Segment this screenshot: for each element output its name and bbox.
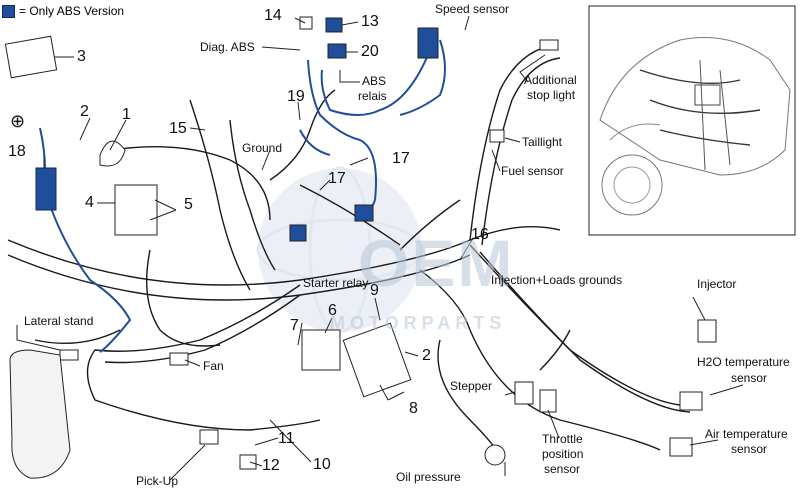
part-number-7: 7 xyxy=(290,317,299,334)
part-number-20: 20 xyxy=(361,43,379,60)
part-number-13: 13 xyxy=(361,13,379,30)
label-injection-loads: Injection+Loads grounds xyxy=(491,273,623,287)
part-number-6: 6 xyxy=(328,302,337,319)
label-additional: Additional xyxy=(524,73,577,87)
regulator xyxy=(114,184,158,236)
part-number-3: 3 xyxy=(77,48,86,65)
lateral-stand-conn xyxy=(59,349,79,361)
fuel-pump xyxy=(9,349,71,479)
label-position: position xyxy=(542,447,584,461)
part-number-14: 14 xyxy=(264,7,282,24)
part-number-16: 16 xyxy=(471,226,489,243)
label-air-sensor: sensor xyxy=(731,442,768,456)
stepper-part xyxy=(514,381,534,405)
part-number-4: 4 xyxy=(85,194,94,211)
part-number-8: 8 xyxy=(409,400,418,417)
air-sensor-part xyxy=(669,437,693,457)
part-number-19: 19 xyxy=(287,88,305,105)
part-number-12: 12 xyxy=(262,457,280,474)
label-throttle: Throttle xyxy=(542,432,583,446)
plus-sign: ⊕ xyxy=(10,111,26,131)
injector-part xyxy=(697,319,717,343)
part-3-plate xyxy=(4,35,58,79)
relay-bracket xyxy=(342,322,412,398)
label-fan: Fan xyxy=(203,359,224,373)
legend-text: = Only ABS Version xyxy=(19,4,125,18)
label-lateral-stand: Lateral stand xyxy=(24,314,94,328)
speed-sensor-connector xyxy=(417,27,439,59)
part-number-17b: 17 xyxy=(328,170,346,187)
label-h2o-sensor: sensor xyxy=(731,371,768,385)
label-position-sensor: sensor xyxy=(544,462,581,476)
label-ground: Ground xyxy=(242,141,283,155)
watermark-motorparts: MOTORPARTS xyxy=(330,313,507,333)
fan-conn xyxy=(169,352,189,366)
tps-part xyxy=(539,389,557,413)
part-number-11: 11 xyxy=(278,430,295,447)
label-h2o-temperature: H2O temperature xyxy=(697,355,790,369)
abs-relay-20 xyxy=(327,43,347,59)
leader-lines xyxy=(16,15,744,481)
part-number-9: 9 xyxy=(370,282,379,299)
label-abs: ABS xyxy=(362,74,387,88)
abs-relay-13 xyxy=(325,17,343,33)
part-number-2: 2 xyxy=(80,103,89,120)
label-diag-abs: Diag. ABS xyxy=(200,40,255,54)
label-fuel-sensor: Fuel sensor xyxy=(501,164,564,178)
part-12 xyxy=(239,454,257,470)
part-number-2b: 2 xyxy=(422,347,431,364)
label-pick-up: Pick-Up xyxy=(136,474,179,488)
part-number-5: 5 xyxy=(184,196,193,213)
label-stepper: Stepper xyxy=(450,379,493,393)
taillight-conn xyxy=(489,129,505,143)
legend-swatch xyxy=(2,4,15,18)
label-oil-pressure: Oil pressure xyxy=(396,470,461,484)
part-number-17a: 17 xyxy=(392,150,410,167)
components xyxy=(4,16,717,479)
label-stop-light: stop light xyxy=(527,88,576,102)
starter-relay-box xyxy=(301,329,341,371)
part-number-10: 10 xyxy=(313,456,331,473)
label-air-temperature: Air temperature xyxy=(705,427,788,441)
label-injector: Injector xyxy=(697,277,737,291)
legend: = Only ABS Version xyxy=(2,4,124,18)
label-relais: relais xyxy=(358,89,387,103)
part-number-18: 18 xyxy=(8,143,26,160)
part-number-1: 1 xyxy=(122,106,131,123)
watermark-oem: OEM xyxy=(358,226,515,300)
fuse-2 xyxy=(354,204,374,222)
h2o-sensor-part xyxy=(679,391,703,411)
stop-light-conn xyxy=(539,39,559,51)
fuse-1 xyxy=(289,224,307,242)
motorcycle-inset xyxy=(588,5,796,236)
label-taillight: Taillight xyxy=(522,135,563,149)
abs-control-unit xyxy=(35,167,57,211)
label-starter-relay: Starter relay xyxy=(303,276,369,290)
pickup-part xyxy=(199,429,219,445)
part-number-15: 15 xyxy=(169,120,187,137)
cap-14 xyxy=(299,16,313,30)
label-speed-sensor: Speed sensor xyxy=(435,2,510,16)
oil-pressure-part xyxy=(484,444,506,466)
horn xyxy=(99,140,126,167)
abs-harness xyxy=(39,39,446,353)
